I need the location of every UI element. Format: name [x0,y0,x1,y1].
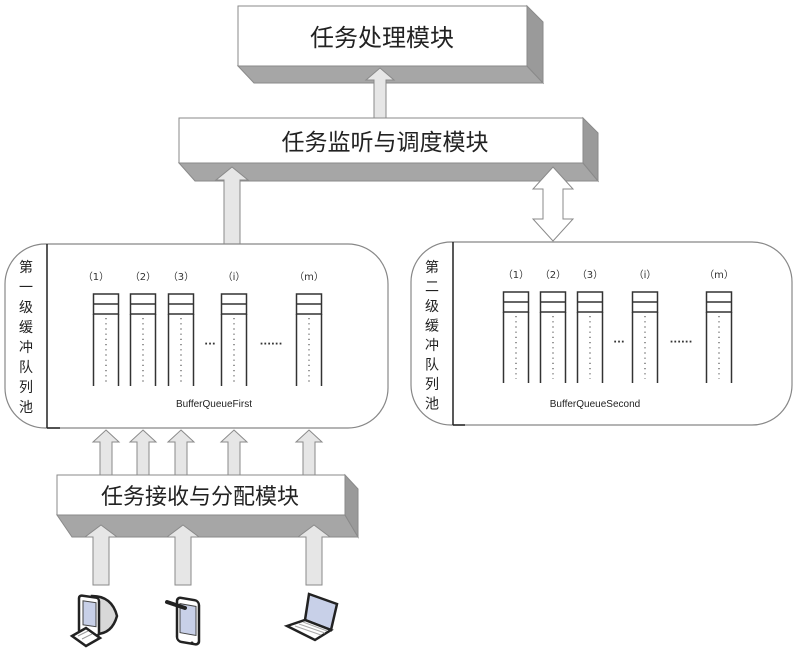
queue-label: （i） [223,271,246,283]
receive-module-label: 任务接收与分配模块 [101,485,299,510]
buffer-queue [129,293,157,386]
side-label-char: 缓 [425,319,439,335]
side-label-char: 缓 [19,320,33,336]
processing-box-front-face [237,5,528,67]
side-label-char: 级 [425,299,439,315]
buffer-queue [92,293,120,386]
desktop-computer-icon [69,594,119,648]
up-arrow [165,524,201,586]
side-label-char: 列 [425,377,439,393]
arrow-pool1-to-monitor [214,166,250,245]
task-monitor-dispatch-module: 任务监听与调度模块 [177,116,600,183]
up-arrow [219,429,249,476]
ellipsis-short: ··· [613,337,624,348]
queue-label: （2） [540,269,566,281]
task-receive-distribute-module: 任务接收与分配模块 [56,473,359,539]
side-label-char: 一 [19,280,33,296]
laptop-icon [283,592,339,642]
side-label-char: 池 [19,400,33,416]
queue-label: （2） [130,271,156,283]
side-label-char: 冲 [425,338,439,354]
ellipsis-long: ······ [260,339,283,350]
queue-label: （i） [634,269,657,281]
side-label-char: 列 [19,380,33,396]
side-label-char: 第 [425,259,439,276]
pool-first-frame [4,243,389,429]
buffer-queue [220,293,248,386]
task-processing-module: 任务处理模块 [236,4,545,85]
buffer-queue [295,293,323,386]
pool-first-queues [92,293,323,386]
queue-label: （m） [704,269,734,281]
queue-label: （m） [294,271,324,283]
pool-second-caption: BufferQueueSecond [550,399,640,410]
pool-first-caption: BufferQueueFirst [176,399,252,410]
side-label-char: 第 [19,259,33,276]
side-label-char: 队 [425,358,439,374]
ellipsis-long: ······ [670,337,693,348]
smartphone-stylus-icon [165,596,201,646]
processing-module-label: 任务处理模块 [310,24,454,52]
queue-label: （3） [577,269,603,281]
monitor-module-label: 任务监听与调度模块 [282,130,489,156]
up-arrow [128,429,158,476]
side-label-char: 冲 [19,340,33,356]
up-arrow [294,429,324,476]
buffer-queue [502,291,530,383]
up-arrow [296,524,332,586]
buffer-queue [576,291,604,383]
device-to-distributor-arrows [83,524,332,586]
pool-second-queues [502,291,733,383]
side-label-char: 级 [19,300,33,316]
queue-label: （3） [168,271,194,283]
buffer-queue [705,291,733,383]
double-arrow-monitor-pool2 [531,166,575,242]
side-label-char: 池 [425,397,439,413]
buffer-queue [631,291,659,383]
side-label-char: 二 [425,280,439,296]
queue-label: （1） [83,271,109,283]
side-label-char: 队 [19,360,33,376]
buffer-queue [539,291,567,383]
pool-second-frame [410,241,793,426]
up-arrow [166,429,196,476]
up-arrow [91,429,121,476]
ellipsis-short: ··· [204,339,215,350]
receive-box-front-face [56,474,346,516]
distributor-to-pool-arrows [91,429,324,476]
up-arrow [83,524,119,586]
monitor-box-front-face [178,117,584,164]
buffer-queue [167,293,195,386]
queue-label: （1） [503,269,529,281]
